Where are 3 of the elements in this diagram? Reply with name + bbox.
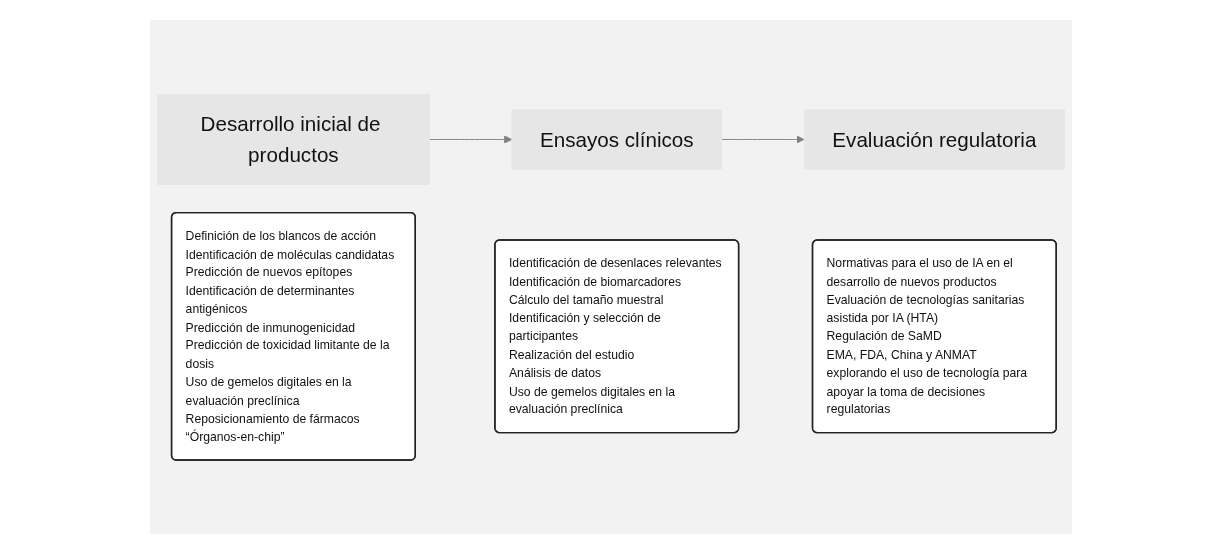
node-box: Evaluación regulatoria xyxy=(803,109,1065,170)
node-box: Desarrollo inicial de productos xyxy=(157,93,430,185)
node-box: Ensayos clínicos xyxy=(511,109,723,170)
